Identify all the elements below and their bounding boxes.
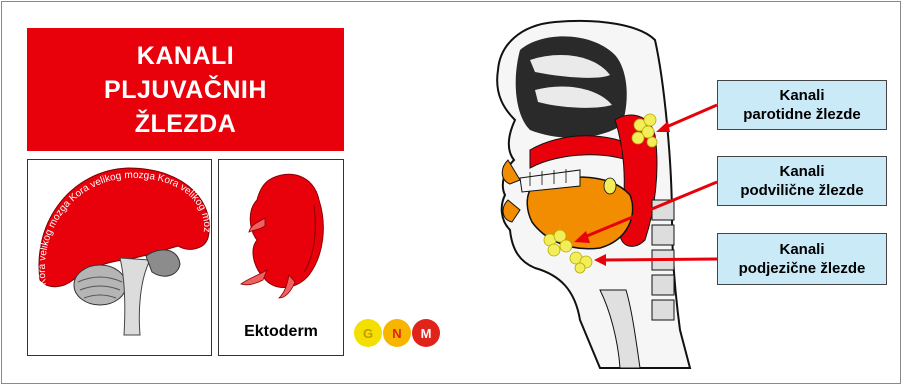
label-parotid-line2: parotidne žlezde: [718, 105, 886, 124]
label-submandibular-line2: podviličnе žlezde: [718, 181, 886, 200]
label-sublingual-line2: podjezične žlezde: [718, 259, 886, 278]
label-submandibular-line1: Kanali: [718, 162, 886, 181]
label-parotid: Kanali parotidne žlezde: [717, 80, 887, 130]
label-sublingual: Kanali podjezične žlezde: [717, 233, 887, 285]
label-parotid-line1: Kanali: [718, 86, 886, 105]
label-sublingual-line1: Kanali: [718, 240, 886, 259]
label-submandibular: Kanali podviličnе žlezde: [717, 156, 887, 206]
